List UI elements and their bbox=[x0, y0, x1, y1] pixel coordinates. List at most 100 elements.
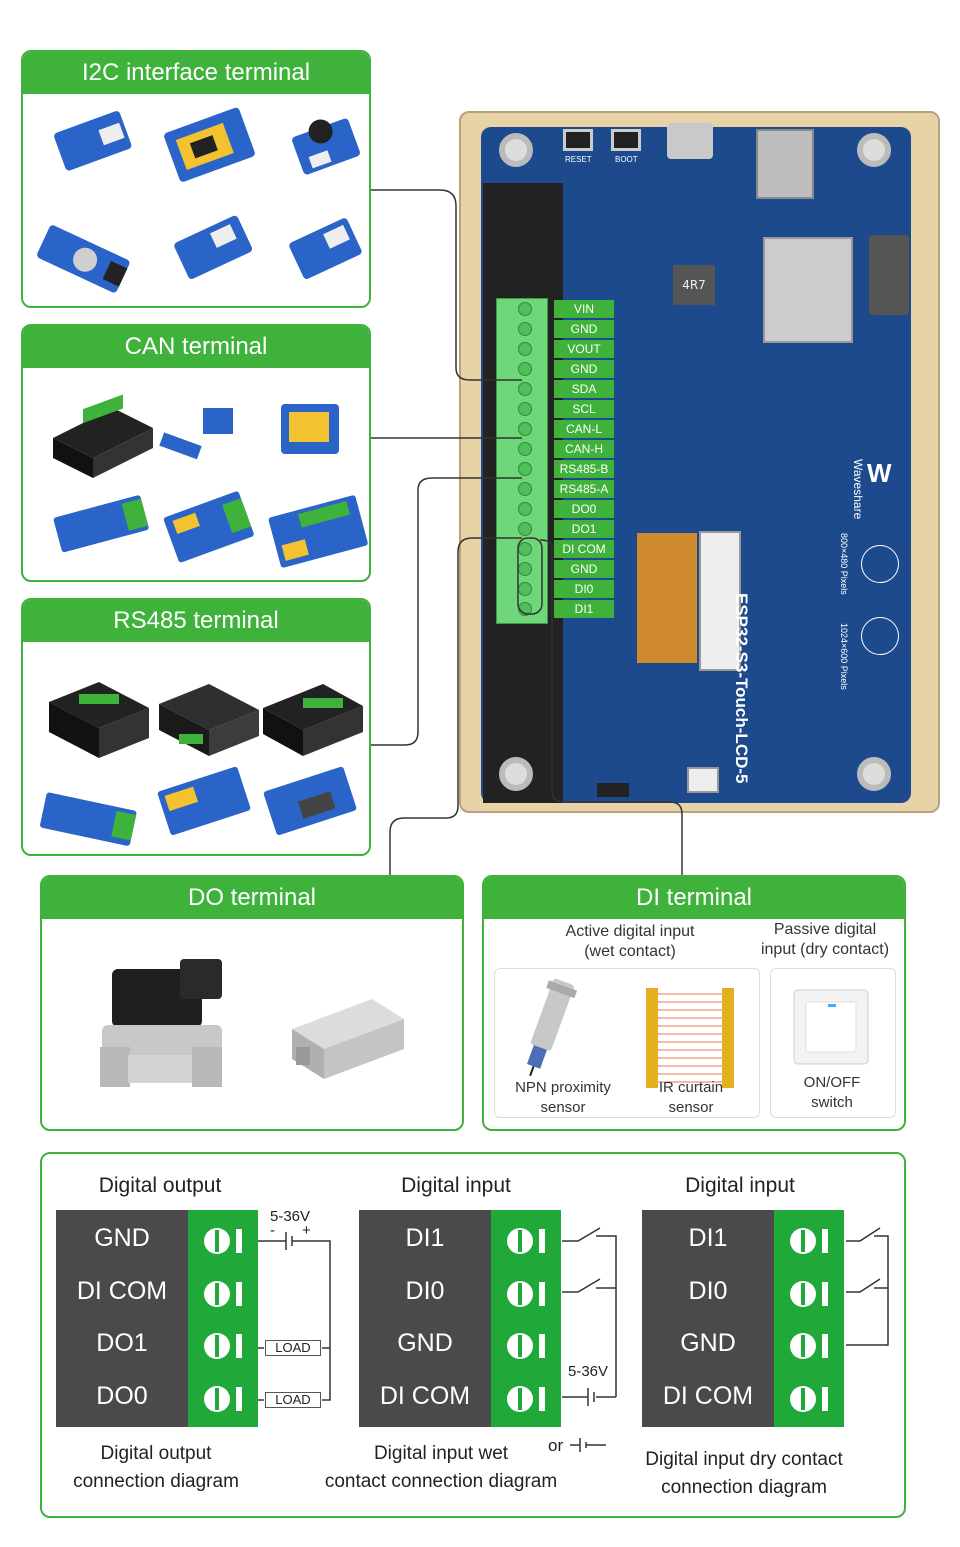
terminal-screw bbox=[518, 462, 532, 476]
clamp-icon bbox=[822, 1281, 828, 1306]
npn-sensor-label: NPN proximity sensor bbox=[515, 1079, 611, 1116]
di-panel-title: DI terminal bbox=[484, 877, 904, 919]
clamp-icon bbox=[236, 1229, 242, 1253]
terminal-screw bbox=[518, 362, 532, 376]
pin-label: DI COM bbox=[76, 1276, 168, 1305]
active-input-title: Active digital input (wet contact) bbox=[565, 923, 695, 960]
antenna bbox=[869, 235, 909, 315]
reset-label: RESET bbox=[565, 155, 592, 164]
terminal-label: GND bbox=[554, 320, 614, 338]
touch-circle bbox=[861, 545, 899, 583]
terminal-block-wet bbox=[359, 1210, 491, 1427]
pin-label: DI COM bbox=[379, 1381, 471, 1410]
wet-or-label: or bbox=[548, 1436, 564, 1455]
wet-voltage-label: 5-36V bbox=[568, 1363, 609, 1380]
rs485-modules-illustration bbox=[40, 682, 363, 846]
terminal-block-output bbox=[56, 1210, 188, 1427]
screw-icon bbox=[790, 1228, 816, 1254]
esp32-module bbox=[763, 237, 853, 343]
terminal-label: VIN bbox=[554, 300, 614, 318]
wet-title: Digital input bbox=[401, 1174, 511, 1197]
di-devices-illustration bbox=[526, 978, 869, 1088]
switch-label: ON/OFF switch bbox=[803, 1074, 861, 1111]
i2c-panel-title: I2C interface terminal bbox=[23, 52, 369, 94]
pin-label: DI1 bbox=[405, 1224, 445, 1252]
terminal-screw bbox=[518, 442, 532, 456]
screw-icon bbox=[204, 1228, 230, 1254]
onoff-switch-icon bbox=[793, 989, 869, 1065]
passive-input-title: Passive digital input (dry contact) bbox=[760, 921, 890, 958]
usb-port bbox=[667, 123, 713, 159]
terminal-label: GND bbox=[554, 360, 614, 378]
battery-switch[interactable] bbox=[597, 783, 629, 797]
terminal-screw bbox=[518, 322, 532, 336]
pin-label: DO0 bbox=[96, 1381, 148, 1410]
touch-circle bbox=[861, 617, 899, 655]
terminal-label: SCL bbox=[554, 400, 614, 418]
boot-button[interactable] bbox=[611, 129, 641, 151]
clamp-icon bbox=[822, 1386, 828, 1411]
do-devices-illustration bbox=[100, 959, 404, 1087]
screw-icon bbox=[507, 1280, 533, 1307]
output-plus-sign: + bbox=[302, 1222, 311, 1239]
screw-icon bbox=[507, 1385, 533, 1412]
clamp-icon bbox=[236, 1334, 242, 1358]
clamp-icon bbox=[539, 1229, 545, 1253]
screw-icon bbox=[204, 1280, 230, 1307]
terminal-screw bbox=[518, 502, 532, 516]
ir-curtain-icon bbox=[646, 988, 734, 1088]
terminal-label: RS485-A bbox=[554, 480, 614, 498]
battery-connector bbox=[687, 767, 719, 793]
pin-label: DO1 bbox=[96, 1329, 148, 1357]
terminal-screw bbox=[518, 342, 532, 356]
screw-icon bbox=[790, 1385, 816, 1412]
clamp-icon bbox=[236, 1281, 242, 1306]
terminal-label: DI0 bbox=[554, 580, 614, 598]
electric-lock-icon bbox=[292, 999, 404, 1079]
clamp-icon bbox=[539, 1334, 545, 1358]
clamp-icon bbox=[236, 1386, 242, 1411]
can-modules-illustration bbox=[53, 394, 368, 568]
load-box-2: LOAD bbox=[265, 1392, 321, 1408]
i2c-terminal-panel: I2C interface terminal bbox=[21, 50, 371, 308]
terminal-screw bbox=[518, 302, 532, 316]
pin-label: GND bbox=[680, 1329, 736, 1357]
active-input-box bbox=[494, 968, 760, 1118]
can-terminal-panel: CAN terminal bbox=[21, 324, 371, 582]
screw-icon bbox=[204, 1385, 230, 1412]
terminal-screw bbox=[518, 422, 532, 436]
terminal-label: DO1 bbox=[554, 520, 614, 538]
terminal-label: RS485-B bbox=[554, 460, 614, 478]
pin-label: DI COM bbox=[662, 1381, 754, 1410]
mount-hole bbox=[857, 757, 891, 791]
terminal-label: VOUT bbox=[554, 340, 614, 358]
rs485-panel-title: RS485 terminal bbox=[23, 600, 369, 642]
terminal-label: CAN-L bbox=[554, 420, 614, 438]
terminal-screw bbox=[518, 482, 532, 496]
clamp-icon bbox=[822, 1229, 828, 1253]
rs485-terminal-panel: RS485 terminal bbox=[21, 598, 371, 856]
i2c-modules-illustration bbox=[37, 107, 362, 293]
terminal-screw bbox=[518, 522, 532, 536]
sd-card-slot bbox=[756, 129, 814, 199]
wet-caption: Digital input wet contact connection dia… bbox=[324, 1443, 558, 1492]
terminal-label: CAN-H bbox=[554, 440, 614, 458]
output-caption: Digital output connection diagram bbox=[73, 1443, 239, 1492]
screw-icon bbox=[507, 1228, 533, 1254]
terminal-label: SDA bbox=[554, 380, 614, 398]
fpc-connector bbox=[637, 533, 697, 663]
dry-title: Digital input bbox=[685, 1174, 795, 1197]
terminal-screw bbox=[518, 402, 532, 416]
reset-button[interactable] bbox=[563, 129, 593, 151]
terminal-screw bbox=[518, 382, 532, 396]
clamp-icon bbox=[822, 1334, 828, 1358]
can-panel-title: CAN terminal bbox=[23, 326, 369, 368]
pin-label: DI0 bbox=[688, 1276, 728, 1305]
solenoid-valve-icon bbox=[100, 959, 222, 1087]
terminal-label: DO0 bbox=[554, 500, 614, 518]
screw-icon bbox=[790, 1333, 816, 1359]
screw-icon bbox=[204, 1333, 230, 1359]
ir-sensor-label: IR curtain sensor bbox=[658, 1079, 724, 1116]
output-voltage-label: 5-36V bbox=[270, 1208, 311, 1225]
